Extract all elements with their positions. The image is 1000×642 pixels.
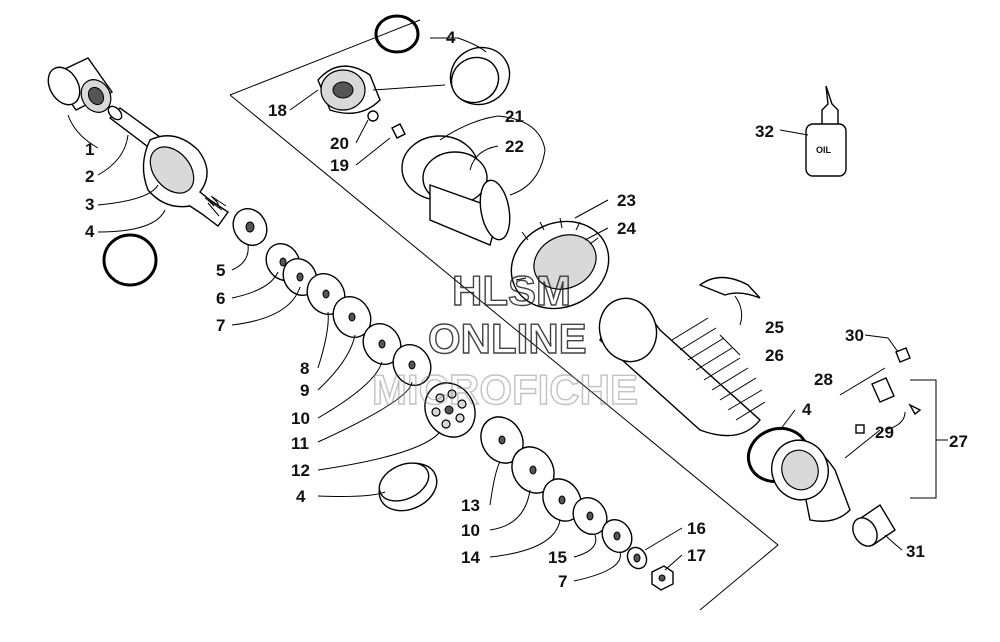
callout-31: 31 <box>906 542 925 561</box>
assembly-bracket-line <box>229 19 779 611</box>
bump-stop-25 <box>698 276 761 299</box>
callout-26: 26 <box>765 346 784 365</box>
callout-20: 20 <box>330 134 349 153</box>
callout-1: 1 <box>85 140 94 159</box>
valve-28-30 <box>839 347 922 459</box>
callout-17: 17 <box>687 546 706 565</box>
watermark-line-1: HLSM <box>452 267 571 314</box>
watermark-line-3: MICROFICHE <box>372 366 638 413</box>
callout-3: 3 <box>85 195 94 214</box>
callout-19: 19 <box>330 156 349 175</box>
callout-4: 4 <box>802 400 812 419</box>
callout-16: 16 <box>687 519 706 538</box>
callout-5: 5 <box>216 261 225 280</box>
piston-ring <box>378 462 438 512</box>
callout-10: 10 <box>461 521 480 540</box>
eye-bushing <box>47 57 114 113</box>
callout-4: 4 <box>446 28 456 47</box>
leader-lines <box>67 37 906 582</box>
callout-4: 4 <box>296 487 306 506</box>
callouts: 1 2 3 4 4 4 4 5 6 7 7 8 9 10 10 11 12 13… <box>85 28 968 591</box>
callout-27: 27 <box>949 432 968 451</box>
callout-18: 18 <box>268 101 287 120</box>
callout-22: 22 <box>505 137 524 156</box>
callout-32: 32 <box>755 122 774 141</box>
callout-4: 4 <box>85 222 95 241</box>
seal-head <box>317 65 381 114</box>
callout-10: 10 <box>291 409 310 428</box>
callout-8: 8 <box>300 359 309 378</box>
body-tube-26 <box>598 297 766 437</box>
adjuster-collar <box>510 217 610 310</box>
band-4-top <box>449 46 511 106</box>
callout-29: 29 <box>875 423 894 442</box>
washer-stack <box>232 208 432 386</box>
bearing-21-22 <box>401 135 511 246</box>
callout-21: 21 <box>505 107 524 126</box>
callout-2: 2 <box>85 167 94 186</box>
watermark-line-2: ONLINE <box>428 315 587 362</box>
callout-12: 12 <box>291 461 310 480</box>
nut-and-washer <box>626 546 674 591</box>
washer-stack-lower <box>480 416 633 554</box>
valve-19 <box>391 123 406 139</box>
callout-7: 7 <box>216 316 225 335</box>
callout-6: 6 <box>216 289 225 308</box>
callout-23: 23 <box>617 191 636 210</box>
callout-15: 15 <box>548 548 567 567</box>
callout-13: 13 <box>461 496 480 515</box>
callout-14: 14 <box>461 548 480 567</box>
callout-11: 11 <box>291 434 309 453</box>
reservoir-cap <box>771 439 851 522</box>
callout-9: 9 <box>300 381 309 400</box>
bracket-27 <box>910 379 948 499</box>
bushing-31 <box>852 504 896 547</box>
piston <box>424 382 476 438</box>
oil-bottle-text: OIL <box>816 145 832 155</box>
callout-28: 28 <box>814 370 833 389</box>
callout-30: 30 <box>845 326 864 345</box>
watermark: HLSM ONLINE MICROFICHE <box>371 266 638 413</box>
shaft-body <box>142 135 229 227</box>
o-ring-top <box>374 14 420 54</box>
callout-25: 25 <box>765 318 784 337</box>
oil-bottle: OIL <box>805 85 847 177</box>
small-o-ring <box>367 110 379 122</box>
callout-7: 7 <box>558 572 567 591</box>
o-ring-left <box>102 233 158 287</box>
callout-24: 24 <box>617 219 636 238</box>
